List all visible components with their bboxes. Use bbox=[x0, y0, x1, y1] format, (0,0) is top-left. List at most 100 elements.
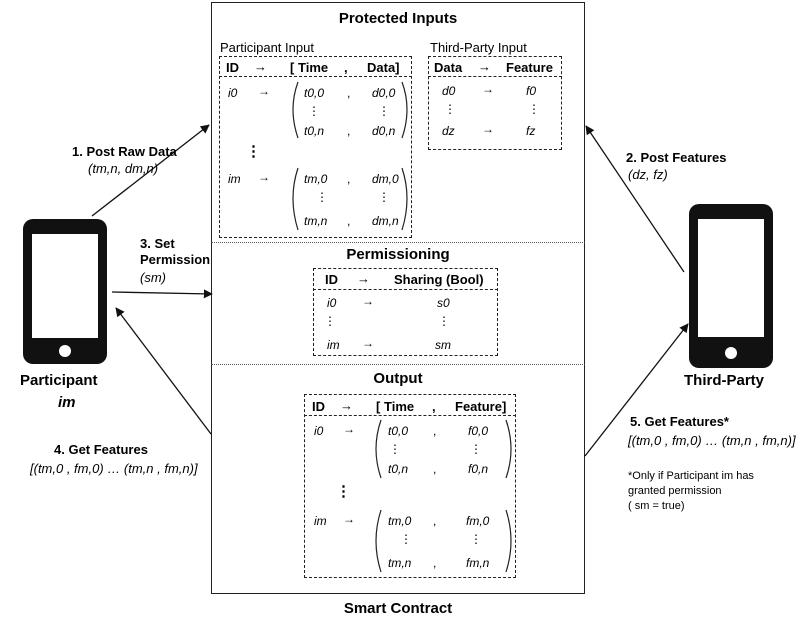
pi-row-val-4: ⋮ bbox=[378, 190, 390, 204]
permissioning-title: Permissioning bbox=[346, 246, 450, 263]
out-row-comma-0: , bbox=[433, 424, 437, 438]
arrow-post-features bbox=[585, 125, 685, 273]
pi-row-val-5: dm,n bbox=[372, 214, 399, 228]
permissioning-header-rule bbox=[313, 289, 498, 290]
pi-row-time-1: ⋮ bbox=[308, 104, 320, 118]
out-row-time-4: ⋮ bbox=[400, 532, 412, 546]
pi-header-comma: , bbox=[344, 60, 348, 75]
output-table bbox=[304, 394, 516, 578]
out-row-id-3: im bbox=[314, 514, 327, 528]
pi-row-comma-0: , bbox=[347, 86, 351, 100]
perm-row-id-0: i0 bbox=[327, 296, 337, 310]
tp-row-data-1: ⋮ bbox=[444, 102, 456, 116]
pi-row-comma-5: , bbox=[347, 214, 351, 228]
paren-left-pi-m bbox=[292, 167, 299, 231]
out-header-bracket: [ bbox=[376, 399, 381, 414]
pi-row-time-4: ⋮ bbox=[316, 190, 328, 204]
tp-row-arrow-2: → bbox=[482, 122, 494, 136]
divider-inputs-permissioning bbox=[211, 242, 585, 243]
paren-right-out-0 bbox=[505, 419, 512, 479]
pi-row-time-0: t0,0 bbox=[304, 86, 325, 100]
out-row-comma-2: , bbox=[433, 462, 437, 476]
out-header-comma: , bbox=[432, 399, 436, 414]
perm-row-arrow-0: → bbox=[362, 294, 374, 308]
perm-header-arrow: → bbox=[357, 271, 370, 286]
out-row-arrow-3: → bbox=[343, 512, 355, 526]
tp-row-feature-2: fz bbox=[526, 124, 536, 138]
participant-label: Participant bbox=[20, 372, 98, 389]
tp-row-feature-1: ⋮ bbox=[528, 102, 540, 116]
out-row-time-0: t0,0 bbox=[388, 424, 409, 438]
out-row-val-4: ⋮ bbox=[470, 532, 482, 546]
paren-right-out-m bbox=[505, 509, 512, 573]
participant-input-header-rule bbox=[219, 76, 412, 77]
perm-header-id: ID bbox=[325, 272, 338, 287]
pi-row-id-0: i0 bbox=[228, 86, 238, 100]
step2-title: 2. Post Features bbox=[626, 150, 727, 165]
pi-row-time-5: tm,n bbox=[304, 214, 328, 228]
arrow-set-permission bbox=[111, 289, 213, 299]
participant-phone-icon bbox=[23, 219, 107, 364]
pi-row-time-3: tm,0 bbox=[304, 172, 328, 186]
tp-row-data-0: d0 bbox=[442, 84, 456, 98]
pi-row-comma-2: , bbox=[347, 124, 351, 138]
out-header-time: Time bbox=[384, 399, 415, 414]
arrow-post-raw-data bbox=[91, 124, 210, 217]
third-party-header-rule bbox=[428, 76, 562, 77]
third-party-input-table bbox=[428, 56, 562, 150]
pi-row-val-2: d0,n bbox=[372, 124, 396, 138]
out-row-time-2: t0,n bbox=[388, 462, 409, 476]
out-header-arrow: → bbox=[340, 398, 353, 413]
pi-row-comma-3: , bbox=[347, 172, 351, 186]
out-vdots: ⋮ bbox=[336, 483, 351, 500]
out-header-id: ID bbox=[312, 399, 325, 414]
tp-row-feature-0: f0 bbox=[526, 84, 537, 98]
step1-detail: (tm,n, dm,n) bbox=[88, 161, 159, 176]
permission-note-line2: granted permission bbox=[628, 485, 722, 497]
step3-title-b: Permission bbox=[140, 252, 211, 267]
out-header-feature: Feature] bbox=[455, 399, 507, 414]
paren-right-pi-m bbox=[401, 167, 408, 231]
out-row-val-3: fm,0 bbox=[466, 514, 490, 528]
out-row-arrow-0: → bbox=[343, 422, 355, 436]
step1-title: 1. Post Raw Data bbox=[72, 144, 177, 159]
third-party-input-label: Third-Party Input bbox=[430, 40, 527, 55]
tp-header-feature: Feature bbox=[506, 60, 553, 75]
step5-title: 5. Get Features* bbox=[630, 414, 729, 429]
out-row-val-1: ⋮ bbox=[470, 442, 482, 456]
third-party-phone-icon bbox=[689, 204, 773, 368]
pi-header-arrow: → bbox=[254, 59, 267, 74]
tp-header-data: Data bbox=[434, 60, 463, 75]
step5-detail: [(tm,0 , fm,0) … (tm,n , fm,n)] bbox=[628, 433, 796, 448]
paren-right-pi-0 bbox=[401, 81, 408, 139]
paren-left-pi-0 bbox=[292, 81, 299, 139]
paren-left-out-0 bbox=[375, 419, 382, 479]
pi-row-val-0: d0,0 bbox=[372, 86, 396, 100]
out-row-time-3: tm,0 bbox=[388, 514, 412, 528]
step3-detail: (sm) bbox=[140, 270, 166, 285]
step3-title-a: 3. Set bbox=[140, 236, 175, 251]
perm-row-val-2: sm bbox=[435, 338, 451, 352]
perm-row-val-0: s0 bbox=[437, 296, 450, 310]
protected-inputs-title: Protected Inputs bbox=[338, 10, 458, 27]
pi-vdots: ⋮ bbox=[246, 143, 261, 160]
tp-row-arrow-0: → bbox=[482, 82, 494, 96]
out-row-time-1: ⋮ bbox=[389, 442, 401, 456]
arrow-get-features-third-party bbox=[584, 323, 689, 457]
pi-row-time-2: t0,n bbox=[304, 124, 325, 138]
step4-title: 4. Get Features bbox=[54, 442, 148, 457]
participant-input-table bbox=[219, 56, 412, 238]
perm-row-arrow-2: → bbox=[362, 336, 374, 350]
step2-detail: (dz, fz) bbox=[628, 167, 668, 182]
permission-note-line3: ( sm = true) bbox=[628, 500, 685, 512]
permissioning-table bbox=[313, 268, 498, 356]
tp-header-arrow: → bbox=[478, 59, 491, 74]
participant-input-label: Participant Input bbox=[220, 40, 314, 55]
pi-header-bracket: [ bbox=[290, 60, 295, 75]
out-row-comma-5: , bbox=[433, 556, 437, 570]
out-row-val-0: f0,0 bbox=[468, 424, 489, 438]
pi-row-val-1: ⋮ bbox=[378, 104, 390, 118]
perm-row-id-2: im bbox=[327, 338, 340, 352]
third-party-label: Third-Party bbox=[684, 372, 765, 389]
